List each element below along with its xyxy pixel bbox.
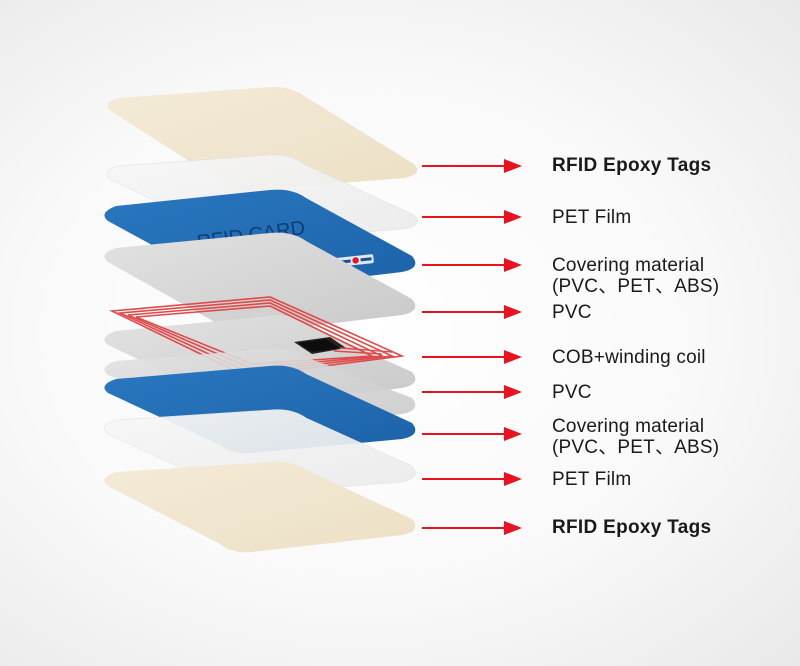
label-pvc-bottom: PVC <box>552 382 592 403</box>
cob-chip <box>294 337 393 355</box>
arrow-5 <box>422 350 522 364</box>
covering-material-layer-bottom <box>104 365 416 454</box>
label-line1: Covering material <box>552 255 705 276</box>
label-line2: (PVC、PET、ABS) <box>552 276 720 297</box>
arrow-3 <box>422 258 522 272</box>
label-covering-material-bottom: Covering material (PVC、PET、ABS) <box>552 416 719 458</box>
pvc-layer-top <box>104 232 416 334</box>
label-epoxy-tags-top: RFID Epoxy Tags <box>552 155 712 176</box>
label-pvc-top: PVC <box>552 302 592 323</box>
arrow-4 <box>422 305 522 319</box>
label-pet-film-top: PET Film <box>552 207 632 228</box>
epoxy-tag-layer-top <box>107 86 418 191</box>
label-cob-coil: COB+winding coil <box>552 347 706 368</box>
arrow-6 <box>422 385 522 399</box>
epoxy-tag-layer-bottom <box>104 461 416 553</box>
label-line2: (PVC、PET、ABS) <box>552 437 720 458</box>
arrow-8 <box>422 472 522 486</box>
arrow-7 <box>422 427 522 441</box>
winding-coil <box>109 296 405 377</box>
label-line1: Covering material <box>552 416 705 437</box>
pointer-arrows <box>422 159 522 535</box>
label-epoxy-tags-bottom: RFID Epoxy Tags <box>552 517 712 538</box>
arrow-9 <box>422 521 522 535</box>
label-covering-material-top: Covering material (PVC、PET、ABS) <box>552 255 719 297</box>
arrow-2 <box>422 210 522 224</box>
label-pet-film-bottom: PET Film <box>552 469 632 490</box>
arrow-1 <box>422 159 522 173</box>
